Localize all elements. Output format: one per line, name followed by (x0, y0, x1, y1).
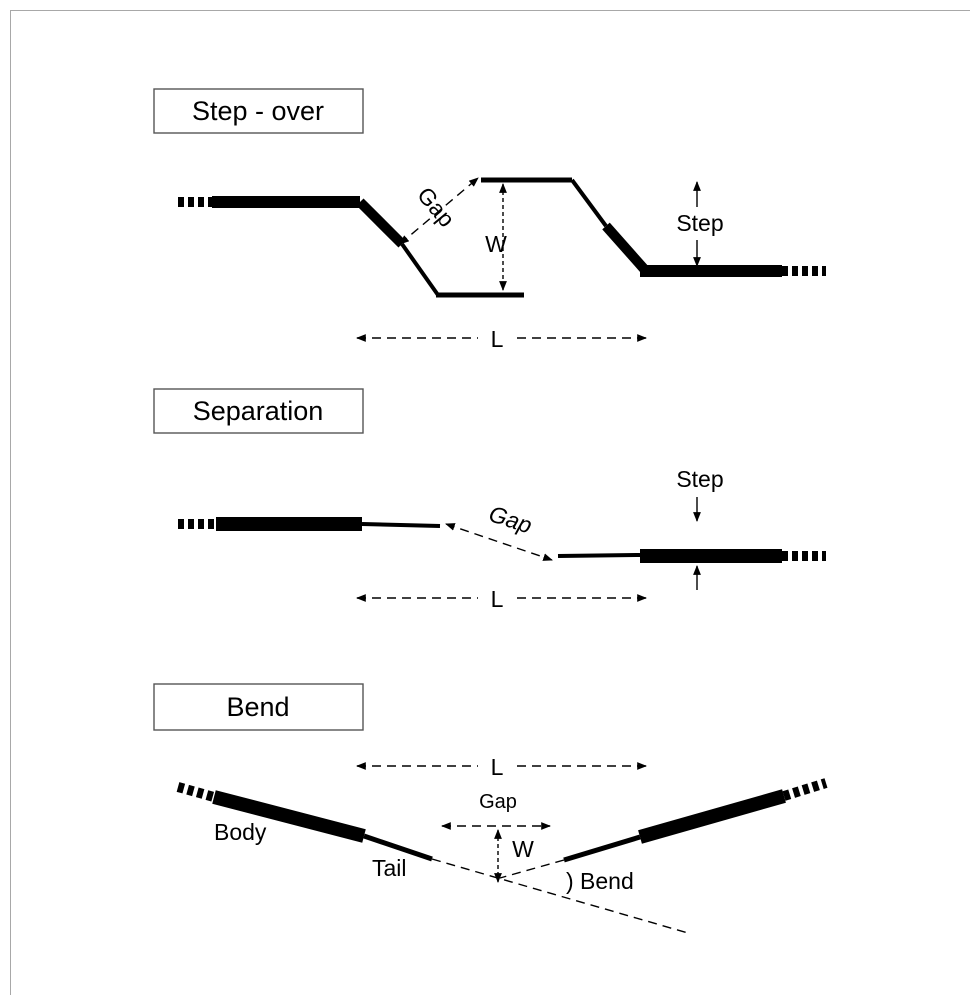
separation-left-fault (178, 517, 441, 531)
stepover-l-label: L (491, 326, 504, 352)
stepover-gap-label: Gap (412, 182, 460, 232)
stepover-gap-arrow (399, 177, 479, 245)
bend-title-box (153, 683, 364, 731)
bend-right-fault (563, 778, 828, 863)
bend-panel: Bend L Gap W Body Tail ) Bend (153, 683, 828, 934)
bend-l-label: L (491, 754, 504, 780)
separation-title-box (153, 388, 364, 434)
separation-panel: Separation Gap Step L (153, 388, 826, 612)
stepover-title: Step - over (192, 96, 324, 126)
stepover-left-fault (178, 196, 524, 298)
stepover-panel: Step - over Gap W Step L (153, 88, 826, 352)
bend-body-label: Body (214, 819, 267, 845)
stepover-right-fault (481, 177, 826, 277)
bend-tail-label: Tail (372, 855, 407, 881)
bend-angle-label: ) Bend (566, 868, 634, 894)
separation-step-label: Step (676, 466, 723, 492)
bend-left-fault (176, 782, 433, 862)
bend-right-projection (499, 859, 565, 879)
bend-gap-label: Gap (479, 791, 517, 813)
separation-l-label: L (491, 586, 504, 612)
separation-gap-arrow (445, 523, 553, 561)
separation-title: Separation (193, 396, 324, 426)
figure-frame (10, 10, 970, 995)
stepover-title-box (153, 88, 364, 134)
stepover-step-label: Step (676, 210, 723, 236)
bend-projection-line (431, 858, 689, 934)
separation-gap-label: Gap (486, 500, 536, 538)
separation-right-fault (557, 549, 826, 563)
bend-w-label: W (512, 836, 534, 862)
bend-title: Bend (226, 692, 289, 722)
stepover-w-label: W (485, 231, 507, 257)
